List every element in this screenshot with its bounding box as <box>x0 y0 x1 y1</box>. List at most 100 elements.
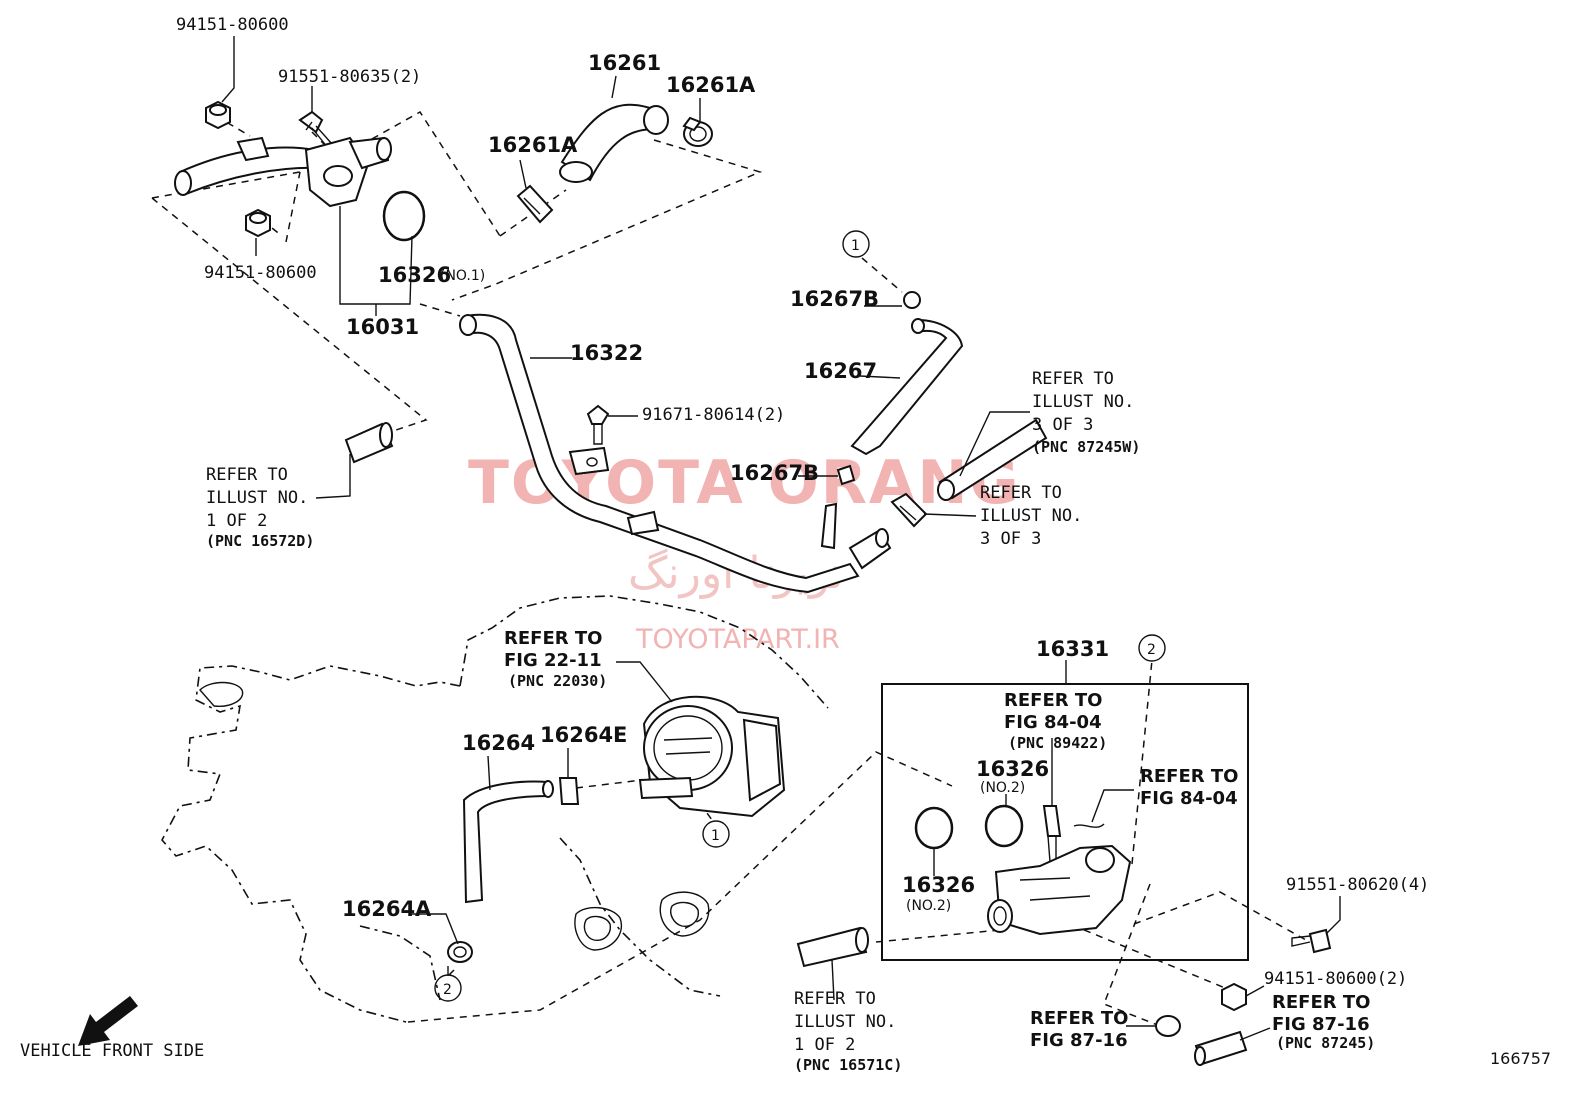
hose-stub-16572D <box>344 422 394 464</box>
refer-84-04a-line1: REFER TO <box>1004 690 1102 711</box>
part-16264A: 16264A <box>342 897 432 921</box>
refer-16572D-line2: ILLUST NO. <box>206 488 308 508</box>
refer-3of3-line1: REFER TO <box>980 483 1062 503</box>
hose-stub-16571C <box>796 926 869 968</box>
refer-87245W-line3: 3 OF 3 <box>1032 415 1093 435</box>
refer-3of3: REFER TO ILLUST NO. 3 OF 3 <box>980 483 1082 549</box>
part-16331: 16331 <box>1036 637 1109 661</box>
temp-sensor <box>1042 805 1105 863</box>
refer-fig-84-04-a: REFER TO FIG 84-04 (PNC 89422) <box>1004 690 1107 752</box>
clamp-16267B-mid <box>836 464 856 486</box>
watermark-site: TOYOTAPART.IR <box>635 624 840 655</box>
part-16326-no1: 16326 <box>378 263 451 287</box>
refer-87-16b-line3: (PNC 87245) <box>1276 1034 1375 1052</box>
callout-1-top: 1 <box>842 230 870 258</box>
refer-87245W-line1: REFER TO <box>1032 369 1114 389</box>
part-91671: 91671-80614(2) <box>642 405 785 425</box>
refer-84-04b-line1: REFER TO <box>1140 766 1238 787</box>
part-16267: 16267 <box>804 359 877 383</box>
part-94151-mid: 94151-80600 <box>204 263 317 283</box>
assembly-box-16331 <box>881 683 1249 961</box>
engine-outline <box>161 595 829 1023</box>
part-16326-no2-right: 16326 <box>976 757 1049 781</box>
refer-87245W-line4: (PNC 87245W) <box>1032 438 1140 456</box>
engine-detail <box>199 681 710 951</box>
refer-16572D-line3: 1 OF 2 <box>206 511 267 531</box>
part-16267B-mid: 16267B <box>730 461 819 485</box>
refer-22-11-line2: FIG 22-11 <box>504 650 602 671</box>
refer-87-16a-line1: REFER TO <box>1030 1008 1128 1029</box>
leader-lines <box>221 36 1341 1041</box>
refer-16572D: REFER TO ILLUST NO. 1 OF 2 (PNC 16572D) <box>206 465 314 550</box>
part-16322: 16322 <box>570 341 643 365</box>
callout-1-throttle-label: 1 <box>711 828 720 844</box>
refer-22-11-line1: REFER TO <box>504 628 602 649</box>
bolt-91671 <box>586 404 610 445</box>
vehicle-front-arrow <box>78 996 138 1046</box>
part-91551-80635: 91551-80635(2) <box>278 67 421 87</box>
callout-2-box: 2 <box>1138 634 1166 662</box>
refer-16571C-line1: REFER TO <box>794 989 876 1009</box>
refer-16572D-line1: REFER TO <box>206 465 288 485</box>
part-94151-top: 94151-80600 <box>176 15 289 35</box>
part-16326-no1-note: (NO.1) <box>440 268 485 284</box>
part-16326-no2-left-note: (NO.2) <box>906 898 951 914</box>
clip-16264E <box>558 777 580 805</box>
callout-1-throttle: 1 <box>702 820 730 848</box>
callout-2-bottom: 2 <box>434 974 462 1002</box>
part-16326-no2-right-note: (NO.2) <box>980 780 1025 796</box>
refer-84-04b-line2: FIG 84-04 <box>1140 788 1238 809</box>
clamp-87-16 <box>1155 1015 1181 1037</box>
refer-87-16b-line1: REFER TO <box>1272 992 1370 1013</box>
part-16267B-top: 16267B <box>790 287 879 311</box>
bolt-91551-80635 <box>298 110 333 149</box>
water-outlet <box>987 844 1132 936</box>
refer-87-16a-line2: FIG 87-16 <box>1030 1030 1128 1051</box>
illustration-number: 166757 <box>1490 1049 1551 1068</box>
part-16264E: 16264E <box>540 723 627 747</box>
clamp-16267B-top <box>903 291 921 309</box>
refer-fig-22-11: REFER TO FIG 22-11 (PNC 22030) <box>504 628 607 690</box>
nut-94151-mid <box>245 208 271 238</box>
refer-16571C-line2: ILLUST NO. <box>794 1012 896 1032</box>
hose-16267 <box>850 318 964 456</box>
part-labels: 94151-80600 91551-80635(2) 16261 16261A … <box>176 15 1429 989</box>
part-16031: 16031 <box>346 315 419 339</box>
refer-3of3-line3: 3 OF 3 <box>980 529 1041 549</box>
refer-87245W: REFER TO ILLUST NO. 3 OF 3 (PNC 87245W) <box>1032 369 1140 456</box>
part-94151-bottom: 94151-80600(2) <box>1264 969 1407 989</box>
refer-87245W-line2: ILLUST NO. <box>1032 392 1134 412</box>
refer-16571C: REFER TO ILLUST NO. 1 OF 2 (PNC 16571C) <box>794 989 902 1074</box>
nut-94151-top <box>205 100 231 130</box>
refer-fig-87-16-b: REFER TO FIG 87-16 (PNC 87245) <box>1272 992 1375 1052</box>
hose-stub-87245 <box>1194 1030 1248 1066</box>
gasket-16326-no2-left <box>914 806 954 850</box>
water-inlet-16031 <box>174 136 392 208</box>
refer-fig-84-04-b: REFER TO FIG 84-04 <box>1140 766 1238 809</box>
hose-stub-87245W <box>937 418 1048 501</box>
callout-2-bottom-label: 2 <box>443 982 452 998</box>
gasket-16326-no2-right <box>984 804 1024 848</box>
refer-3of3-line2: ILLUST NO. <box>980 506 1082 526</box>
throttle-body <box>638 695 786 818</box>
clamp-16261A-left <box>516 184 554 224</box>
part-91551-80620: 91551-80620(4) <box>1286 875 1429 895</box>
pipe-16322 <box>459 313 892 594</box>
callout-1-top-label: 1 <box>851 238 860 254</box>
part-16264: 16264 <box>462 731 535 755</box>
refer-84-04a-line2: FIG 84-04 <box>1004 712 1102 733</box>
part-16261A-left: 16261A <box>488 133 578 157</box>
hose-16261 <box>559 103 669 183</box>
refer-16571C-line3: 1 OF 2 <box>794 1035 855 1055</box>
nut-94151-bottom <box>1221 982 1247 1012</box>
part-16326-no2-left: 16326 <box>902 873 975 897</box>
clamp-16261A-right <box>682 116 713 147</box>
hose-16264 <box>462 780 554 904</box>
refer-16572D-line4: (PNC 16572D) <box>206 532 314 550</box>
callout-2-box-label: 2 <box>1147 642 1156 658</box>
refer-84-04a-line3: (PNC 89422) <box>1008 734 1107 752</box>
refer-fig-87-16-a: REFER TO FIG 87-16 <box>1030 1008 1128 1051</box>
refer-22-11-line3: (PNC 22030) <box>508 672 607 690</box>
clamp-16264A <box>447 941 473 963</box>
